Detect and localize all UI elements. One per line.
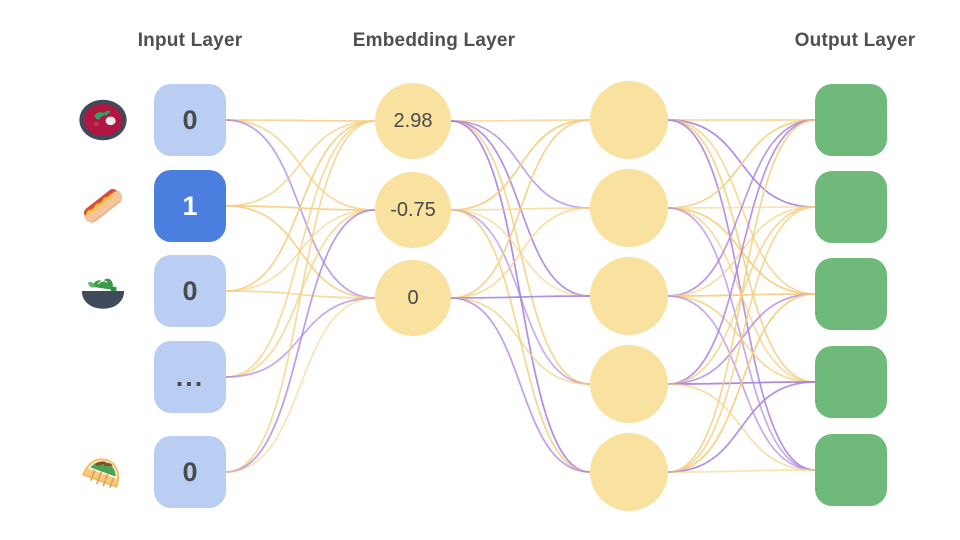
hidden-node-0[interactable] bbox=[590, 81, 668, 159]
output-node-3[interactable] bbox=[815, 346, 887, 418]
hidden-node-1[interactable] bbox=[590, 169, 668, 247]
input-node-value-1: 1 bbox=[182, 190, 198, 221]
output-node-0[interactable] bbox=[815, 84, 887, 156]
input-node-2[interactable]: 0 bbox=[154, 255, 226, 327]
taco-icon bbox=[74, 443, 132, 501]
layer-title-embedding: Embedding Layer bbox=[352, 30, 516, 51]
embedding-node-1[interactable]: -0.75 bbox=[375, 172, 451, 248]
bowl-of-stew-icon bbox=[74, 91, 132, 149]
layer-title-output: Output Layer bbox=[794, 30, 916, 51]
input-node-value-0: 0 bbox=[182, 104, 198, 135]
output-node-1[interactable] bbox=[815, 171, 887, 243]
input-node-4[interactable]: 0 bbox=[154, 436, 226, 508]
output-node-4[interactable] bbox=[815, 434, 887, 506]
hidden-node-2[interactable] bbox=[590, 257, 668, 335]
layer-title-input: Input Layer bbox=[137, 30, 243, 51]
input-node-value-4: 0 bbox=[182, 456, 198, 487]
embedding-node-value-0: 2.98 bbox=[393, 109, 433, 132]
input-node-value-3: ... bbox=[175, 361, 205, 392]
output-node-2[interactable] bbox=[815, 258, 887, 330]
green-salad-icon bbox=[74, 262, 132, 320]
embedding-node-value-2: 0 bbox=[407, 286, 419, 309]
hidden-node-3[interactable] bbox=[590, 345, 668, 423]
embedding-node-2[interactable]: 0 bbox=[375, 260, 451, 336]
input-node-0[interactable]: 0 bbox=[154, 84, 226, 156]
input-node-3[interactable]: ... bbox=[154, 341, 226, 413]
hot-dog-icon bbox=[74, 177, 132, 235]
hidden-node-4[interactable] bbox=[590, 433, 668, 511]
input-node-1[interactable]: 1 bbox=[154, 170, 226, 242]
embedding-node-value-1: -0.75 bbox=[390, 198, 436, 221]
input-node-value-2: 0 bbox=[182, 275, 198, 306]
embedding-node-0[interactable]: 2.98 bbox=[375, 83, 451, 159]
